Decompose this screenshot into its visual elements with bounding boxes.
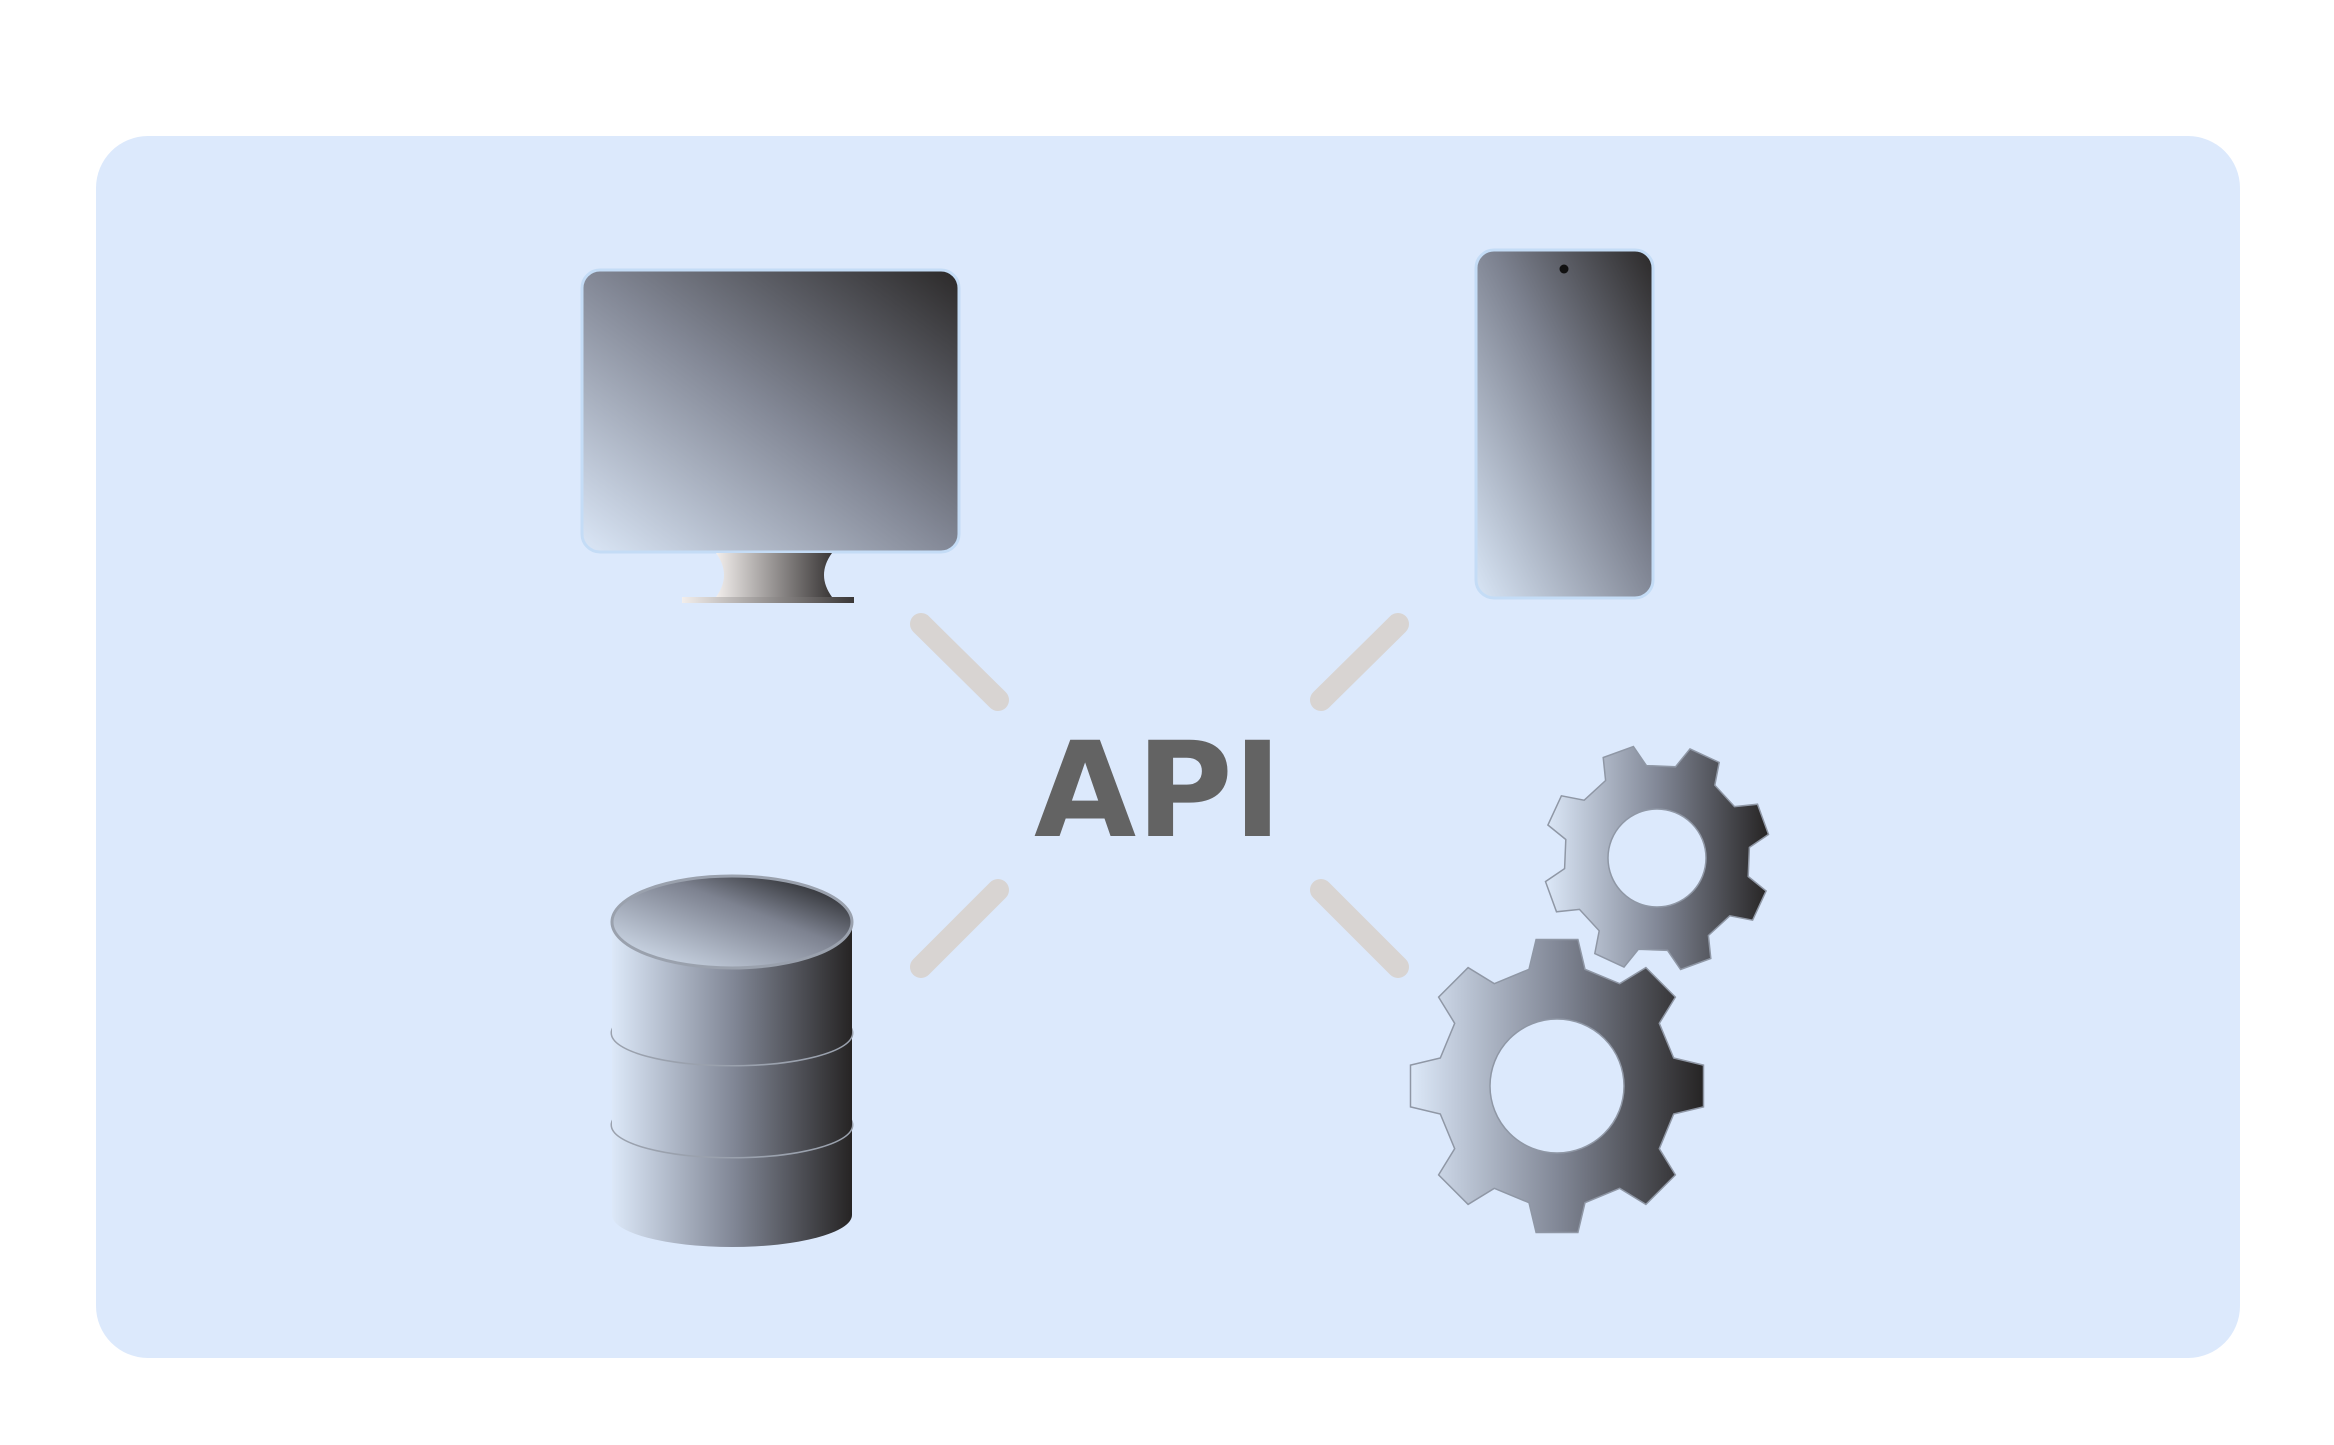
gears-icon [1409, 745, 1770, 1234]
api-label: API [1034, 714, 1282, 868]
monitor-icon [580, 268, 961, 603]
connector-services [1310, 879, 1409, 978]
diagram-panel [96, 136, 2240, 1358]
smartphone-icon [1474, 248, 1655, 600]
connector-database [910, 879, 1009, 978]
connector-desktop [910, 613, 1009, 711]
database-icon [610, 874, 854, 1247]
connector-mobile [1310, 613, 1409, 711]
